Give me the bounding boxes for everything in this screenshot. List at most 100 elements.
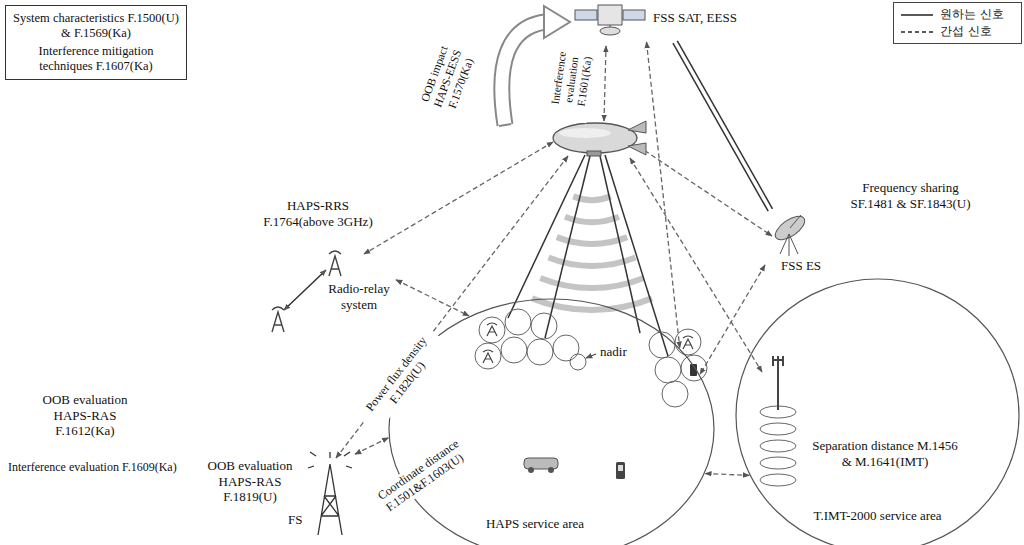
satellite-icon — [575, 10, 597, 20]
area-outline — [735, 278, 1020, 545]
legend-line — [901, 31, 933, 33]
spot-beam-cells — [475, 343, 501, 369]
legend-sample — [900, 10, 934, 20]
oob-arrow — [502, 22, 545, 125]
connector-line — [700, 265, 765, 374]
interference-connector — [647, 42, 680, 348]
radio-relay-node: Radio-relay system — [310, 250, 396, 314]
legend: 원하는 신호간섭 신호 — [893, 2, 1022, 44]
satellite-icon — [623, 10, 645, 20]
earth-station-dish — [780, 234, 798, 256]
satellite-icon — [575, 5, 645, 35]
user-terminals — [618, 465, 623, 471]
spot-beam-cells — [527, 339, 553, 365]
area-outline — [736, 279, 1019, 545]
wanted-links — [284, 155, 668, 356]
info-box: System characteristics F.1500(U) & F.156… — [5, 5, 187, 80]
beam-arcs — [532, 196, 652, 310]
edge-label: Coordinate distance F.1501&F.1603(U) — [373, 424, 486, 515]
connector-line — [677, 41, 772, 209]
imt-cells — [760, 356, 796, 486]
beam-arc — [557, 237, 627, 244]
relay-antennas — [272, 307, 284, 332]
annotation-label: HAPS-RRS F.1764(above 3GHz) — [258, 198, 378, 229]
wanted-links — [284, 270, 326, 310]
node-label: Radio-relay system — [324, 281, 394, 312]
wanted-links — [545, 156, 590, 338]
connector-line — [396, 280, 469, 316]
spot-beam-cells — [505, 309, 531, 335]
connector-line — [673, 43, 768, 211]
interference-connector — [396, 280, 469, 316]
connector-line — [705, 474, 749, 476]
beam-arc — [549, 258, 636, 266]
annotation-label: OOB evaluation HAPS-RAS F.1819(U) — [198, 458, 302, 505]
interference-links — [604, 46, 606, 121]
interference-connector — [705, 474, 749, 476]
spot-beam-cells — [649, 332, 675, 358]
node-label: T.IMT-2000 service area — [790, 508, 965, 524]
user-terminals — [528, 467, 534, 473]
connector-line — [647, 42, 680, 348]
spot-beam-cells — [531, 313, 557, 339]
annotation-label: nadir — [598, 344, 629, 360]
imt-cells — [772, 356, 784, 410]
oob-arrow — [499, 124, 511, 126]
oob-arrow — [502, 22, 545, 125]
haps-airship — [587, 151, 601, 156]
legend-text: 원하는 신호 — [940, 7, 1004, 21]
node-label: System characteristics F.1500(U) & F.156… — [12, 11, 180, 41]
haps-airship — [628, 121, 646, 155]
interference-connector — [355, 438, 388, 454]
fs-tower-icon — [318, 464, 342, 535]
haps-airship — [559, 128, 611, 138]
imt-cells — [760, 457, 796, 469]
spot-beam-cells — [570, 354, 586, 370]
fs-tower-icon — [308, 452, 352, 468]
earth-station-dish — [790, 215, 801, 228]
annotation-label: Frequency sharing SF.1481 & SF.1843(U) — [838, 180, 983, 211]
service-area-circle: Separation distance M.1456 & M.1641(IMT)… — [735, 278, 1020, 545]
user-terminals — [616, 462, 625, 479]
earth-station-node: FSS ES — [765, 210, 839, 276]
wanted-links — [508, 155, 585, 318]
legend-row: 간섭 신호 — [900, 23, 1015, 40]
user-terminals — [683, 336, 693, 349]
user-terminals — [548, 467, 554, 473]
spot-beam-cells — [475, 309, 707, 407]
legend-line — [901, 14, 933, 16]
satellite-icon — [600, 27, 620, 35]
legend-text: 간섭 신호 — [940, 24, 992, 38]
imt-cells — [760, 423, 796, 435]
haps-airship — [553, 123, 637, 153]
interference-links — [638, 146, 772, 236]
legend-row: 원하는 신호 — [900, 6, 1015, 23]
spot-beam-cells — [479, 317, 505, 343]
spot-beam-cells — [655, 357, 681, 383]
interference-connector — [700, 265, 765, 374]
node-label: Interference mitigation techniques F.160… — [12, 44, 180, 74]
connector-line — [355, 438, 388, 454]
fs-tower-icon — [308, 452, 352, 535]
annotation-label: Interference evaluation F.1609(Ka) — [6, 460, 179, 474]
interference-links — [630, 158, 762, 372]
satellite-node: FSS SAT, EESS — [565, 2, 757, 42]
interference-links — [364, 142, 553, 254]
spot-beam-cells — [501, 337, 527, 363]
annotation-label: OOB evaluation HAPS-RAS F.1612(Ka) — [30, 392, 140, 439]
node-label: Separation distance M.1456 & M.1641(IMT) — [810, 438, 960, 469]
spot-beam-cells — [553, 335, 579, 361]
annotation-label: Power flux density F.1820(U) — [356, 325, 448, 431]
signal-connector — [673, 41, 773, 211]
user-terminals — [586, 354, 596, 358]
node-label: FSS SAT, EESS — [653, 10, 737, 26]
oob-arrow — [544, 6, 570, 38]
node-label: HAPS service area — [475, 516, 595, 532]
spot-beam-cells — [675, 329, 701, 355]
imt-cells — [760, 474, 796, 486]
user-terminals — [483, 350, 493, 363]
spot-beam-cells — [662, 381, 688, 407]
haps-airship — [553, 121, 646, 156]
annotation-label: Interference evaluation F.1601(Ka) — [547, 36, 598, 123]
